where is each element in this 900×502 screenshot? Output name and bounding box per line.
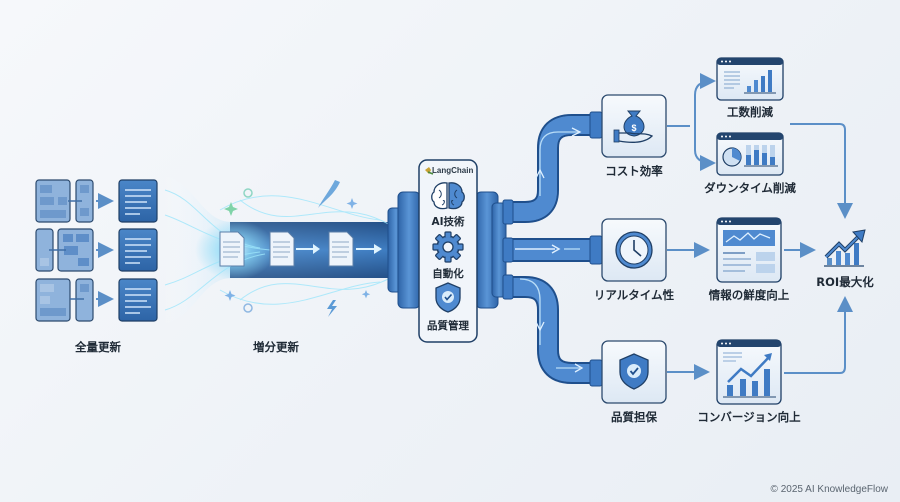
hub-panel bbox=[418, 159, 478, 343]
svg-text:$: $ bbox=[631, 123, 636, 133]
benefit-cost-efficiency: コスト効率 bbox=[605, 164, 663, 178]
connectors bbox=[667, 73, 853, 380]
outcome-conversion: コンバージョン向上 bbox=[697, 410, 801, 424]
hub-item-ai: AI技術 bbox=[431, 216, 465, 228]
full-update-arrows bbox=[96, 193, 114, 307]
shield-check-icon bbox=[619, 353, 649, 390]
incremental-update-label: 増分更新 bbox=[253, 340, 299, 354]
clock-icon bbox=[615, 231, 653, 269]
goal-roi-label: ROI最大化 bbox=[816, 275, 874, 289]
roi-growth-icon bbox=[824, 229, 866, 267]
incremental-stream bbox=[160, 175, 400, 325]
pipes bbox=[502, 111, 603, 387]
gear-icon bbox=[432, 231, 464, 263]
hub-flanges bbox=[387, 191, 507, 309]
incremental-documents bbox=[219, 231, 382, 267]
langchain-brand: LangChain bbox=[432, 166, 474, 175]
brain-icon bbox=[431, 182, 465, 210]
outcome-downtime-reduction: ダウンタイム削減 bbox=[704, 181, 796, 195]
footer-copyright: © 2025 AI KnowledgeFlow bbox=[770, 484, 888, 495]
money-bag-hand-icon: $ bbox=[613, 110, 654, 143]
full-update-documents bbox=[118, 179, 158, 322]
benefit-quality-assurance: 品質担保 bbox=[611, 410, 657, 424]
shield-check-icon bbox=[435, 282, 461, 313]
full-update-label: 全量更新 bbox=[75, 340, 121, 354]
benefit-cards: $ bbox=[601, 94, 667, 404]
outcome-effort-reduction: 工数削減 bbox=[727, 105, 773, 119]
hub-item-automation: 自動化 bbox=[432, 268, 464, 280]
outcome-freshness: 情報の鮮度向上 bbox=[708, 288, 790, 302]
outcome-cards bbox=[716, 57, 784, 405]
hub-item-quality-control: 品質管理 bbox=[427, 320, 469, 332]
full-update-sources bbox=[35, 179, 94, 322]
benefit-realtime: リアルタイム性 bbox=[593, 288, 675, 302]
